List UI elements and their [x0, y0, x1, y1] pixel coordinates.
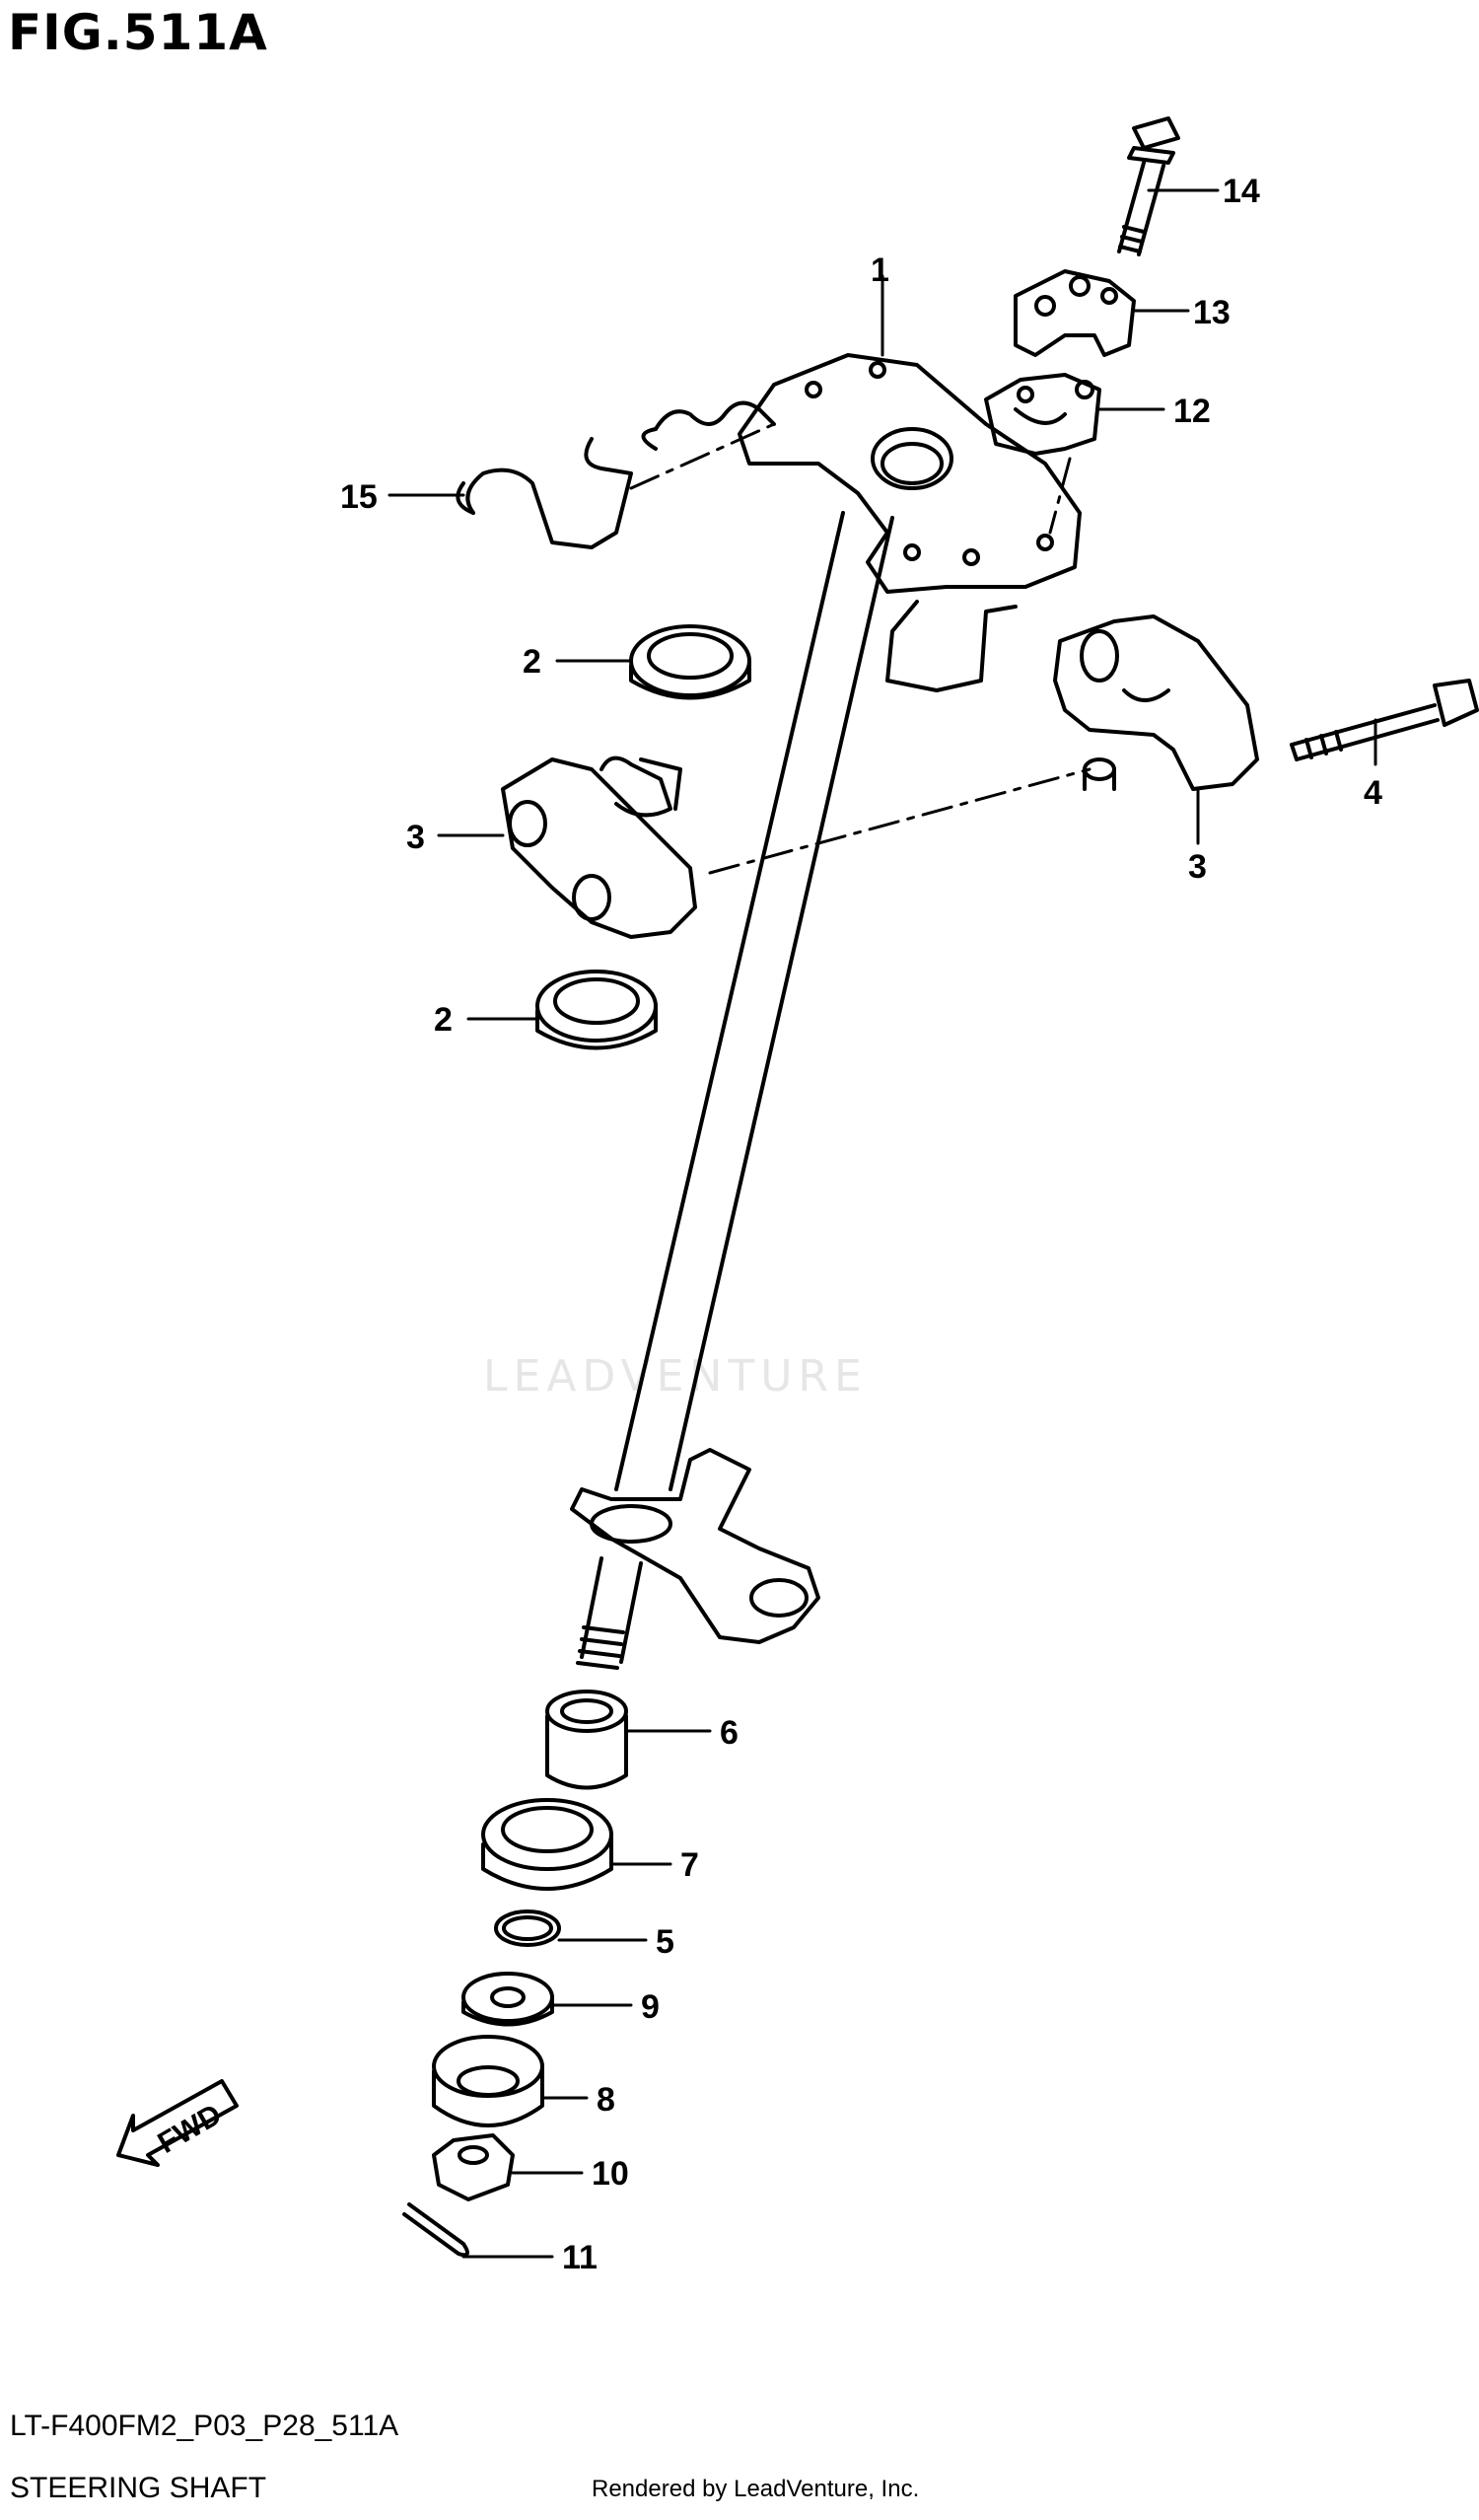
- callout-4: 4: [1364, 774, 1382, 812]
- bolt-part-4[interactable]: [1290, 679, 1479, 761]
- cotter-pin-part-11[interactable]: [402, 2202, 469, 2258]
- bushing-part-6[interactable]: [545, 1690, 628, 1790]
- seal-cap-part-8[interactable]: [432, 2035, 544, 2127]
- oil-seal-part-7[interactable]: [481, 1798, 613, 1891]
- callout-2-lower: 2: [434, 1001, 453, 1039]
- washer-part-9[interactable]: [461, 1972, 554, 2027]
- wire-clip-part-15[interactable]: [456, 400, 776, 549]
- shaft-holder-part-3-left[interactable]: [501, 756, 697, 939]
- fwd-arrow-icon: [116, 2079, 239, 2167]
- section-name: STEERING SHAFT: [10, 2472, 267, 2504]
- handlebar-holder-lower-part-12[interactable]: [984, 373, 1101, 456]
- fwd-label: FWD: [153, 2098, 228, 2160]
- callout-10: 10: [592, 2155, 629, 2193]
- callout-13: 13: [1193, 294, 1231, 331]
- bushing-part-2-upper[interactable]: [629, 624, 751, 700]
- steering-shaft-part-1[interactable]: [570, 353, 1082, 1670]
- model-code: LT-F400FM2_P03_P28_511A: [10, 2410, 399, 2442]
- callout-2-upper: 2: [523, 643, 541, 681]
- nut-part-10[interactable]: [432, 2133, 515, 2201]
- alignment-lines: [629, 422, 1092, 875]
- shaft-holder-part-3-right[interactable]: [1053, 614, 1259, 791]
- callout-11: 11: [562, 2239, 598, 2276]
- rendered-by-credit: Rendered by LeadVenture, Inc.: [592, 2476, 920, 2502]
- callout-8: 8: [597, 2081, 615, 2119]
- callout-3-left: 3: [406, 819, 425, 856]
- callout-3-right: 3: [1188, 848, 1207, 886]
- callout-15: 15: [340, 478, 378, 516]
- handlebar-holder-upper-part-13[interactable]: [1014, 269, 1136, 357]
- bushing-part-2-lower[interactable]: [535, 970, 658, 1050]
- callout-5: 5: [656, 1923, 674, 1961]
- figure-title: FIG.511A: [8, 4, 268, 61]
- callout-7: 7: [680, 1846, 699, 1884]
- callout-9: 9: [641, 1988, 660, 2026]
- callout-1: 1: [871, 252, 889, 289]
- bolt-part-14[interactable]: [1117, 116, 1180, 256]
- o-ring-part-5[interactable]: [494, 1909, 561, 1947]
- callout-6: 6: [720, 1714, 739, 1752]
- leader-lines: [387, 188, 1377, 2259]
- callout-12: 12: [1173, 393, 1211, 430]
- watermark: LEADVENTURE: [483, 1351, 868, 1402]
- callout-14: 14: [1223, 173, 1260, 210]
